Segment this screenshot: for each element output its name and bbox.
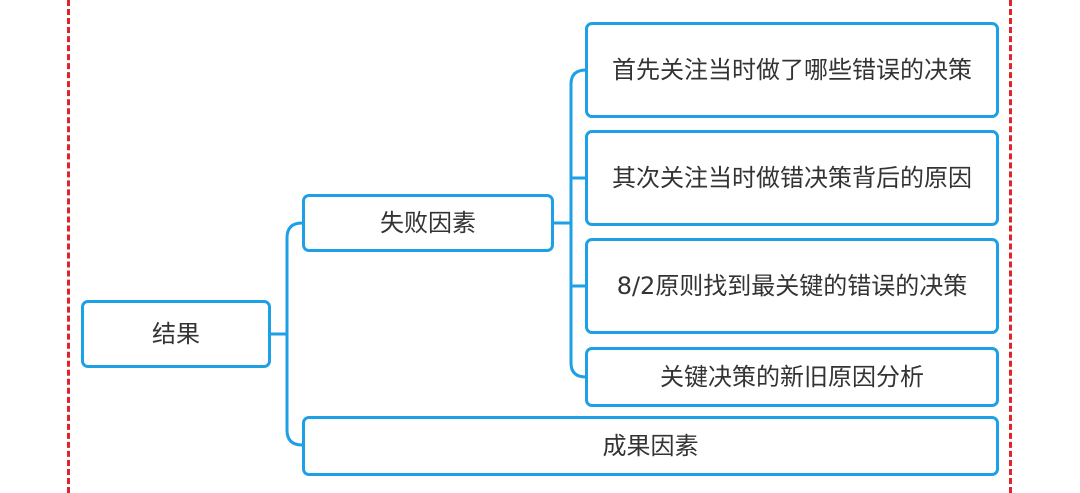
frame-right-dashed-border xyxy=(1009,0,1012,493)
leaf-node-wrong-decisions[interactable]: 首先关注当时做了哪些错误的决策 xyxy=(585,22,999,118)
leaf-node-decision-reasons[interactable]: 其次关注当时做错决策背后的原因 xyxy=(585,130,999,226)
frame-left-dashed-border xyxy=(67,0,70,493)
branch-node-label: 成果因素 xyxy=(602,431,699,460)
root-connector xyxy=(268,221,304,447)
root-node[interactable]: 结果 xyxy=(81,300,271,368)
leaf-node-label: 首先关注当时做了哪些错误的决策 xyxy=(612,55,972,84)
leaf-node-label: 8/2原则找到最关键的错误的决策 xyxy=(616,271,968,300)
leaf-node-label: 其次关注当时做错决策背后的原因 xyxy=(612,163,972,192)
branch-node-label: 失败因素 xyxy=(380,208,476,237)
branch-node-failure-factors[interactable]: 失败因素 xyxy=(302,194,554,252)
root-node-label: 结果 xyxy=(152,319,200,348)
branch-connector xyxy=(551,68,588,379)
leaf-node-label: 关键决策的新旧原因分析 xyxy=(660,362,924,391)
leaf-node-key-decision-analysis[interactable]: 关键决策的新旧原因分析 xyxy=(585,347,999,407)
leaf-node-pareto-principle[interactable]: 8/2原则找到最关键的错误的决策 xyxy=(585,238,999,334)
branch-node-success-factors[interactable]: 成果因素 xyxy=(302,416,999,476)
